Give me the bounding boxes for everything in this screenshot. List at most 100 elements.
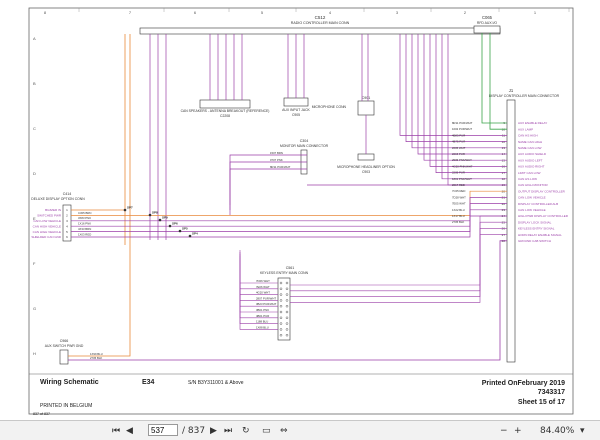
zoom-in-icon[interactable]: + [514,426,522,436]
wire-label: 2017 RED [452,183,465,187]
title-sheet: Sheet 15 of 17 [518,399,565,406]
wire-label: 7D28 WHT [452,195,466,199]
drawing-border [28,7,574,415]
connector-c414 [62,204,72,242]
j1-pin-label: CAN HS LOW [518,177,537,181]
wire-label: 1X17 BLU [452,214,465,218]
j1-pin-label: DISPLAY CONTROLLER ALB [518,202,558,206]
j1-id: J1 [509,88,514,93]
title-model: E34 [142,379,155,386]
wire-label: 1188 BLU [256,320,268,324]
zoom-out-icon[interactable]: − [500,426,508,436]
j1-name: DISPLAY CONTROLLER MAIN CONNECTOR [489,94,560,98]
grid-col-5: 5 [261,10,264,15]
splice-label: SP7 [127,206,133,210]
c905-name: AUX INPUT JACK [282,108,310,112]
c304-id: C304 [300,139,309,143]
c561-pin [285,328,289,331]
j1-pin-label: CAN HIGH MONITOR [518,183,548,187]
zoom-dropdown-icon[interactable]: ▾ [580,426,585,436]
wire-label: 4G20 WHT [256,291,270,295]
c561-pin [285,281,289,285]
c561-pin [279,305,283,308]
wire-green-aux-enable [481,33,507,124]
j1-pin-label: GROUND CAB SWITCH [518,239,551,243]
wire-keyless-to-j1 [290,228,507,297]
c561-name: KEYLESS ENTRY MAIN CONN [260,271,309,275]
next-page-icon[interactable]: ▶ [210,426,217,436]
c903-id: C903 [362,170,370,174]
wire-green-aux-lamp [489,33,507,130]
connector-c905 [283,97,309,107]
first-page-icon[interactable]: ⏮ [112,426,121,436]
c901-id: C901 [362,96,371,100]
splice-dot [123,208,127,212]
c414-pin-label: CAN LOW VEHICLE [33,219,61,223]
fit-page-icon[interactable]: ▭ [262,426,271,436]
prev-page-icon[interactable]: ◀ [126,426,133,436]
c414-pin-label: BUZZER IN [45,208,61,212]
c414-pin-number: 4 [66,224,68,228]
title-part-no: 7343317 [538,389,565,396]
wire-label: 1507 BRN [270,151,283,155]
wire-label: 4B01 PUR [256,314,269,318]
wire-label: 1X88 BLU [256,325,269,329]
grid-row-F: F [33,261,36,266]
c561-pin [279,281,283,285]
wire-label: 1002 PUR/WHT [452,127,472,131]
c905-id: C905 [292,113,300,117]
c065-id: C065 [482,15,493,20]
c561-pin [279,316,283,319]
title-serial: S/N B3Y311001 & Above [188,380,244,386]
c561-pin [285,305,289,308]
j1-pin-label: DISPLAY LOCK SIGNAL [518,220,552,224]
wire-radio-to-j1 [447,34,507,186]
connector-j1 [506,99,516,363]
wire-radio-to-j1 [411,34,507,149]
wire-label: 1X16 PNK [78,222,91,226]
c414-pin-number: 3 [66,219,68,223]
last-page-icon[interactable]: ⏭ [224,426,233,436]
splice-label: SP8 [152,211,158,215]
wire-label: 0707 PNK [270,158,283,162]
wire-monitor [229,154,307,205]
title-printed-on: Printed OnFebruary 2019 [482,380,565,387]
fit-width-icon[interactable]: ⇔ [280,426,288,436]
wire-label: 1X03 RED [78,232,91,236]
wire-label: 8R11 PUR/WHT [452,121,473,125]
page-number-input[interactable] [148,424,178,436]
c304-name: MONITOR MAIN CONNECTOR [280,144,329,148]
wire-label: 4B75 PUR [452,140,465,144]
j1-pin-label: CAN LOW VEHICLE [518,196,546,200]
wire-label: 3B23 PUR/WHT [256,302,277,306]
connector-c901 [357,100,375,116]
splice-dot [158,218,162,222]
c561-pin [285,287,289,290]
splice-label: SP5 [182,227,188,231]
c414-name: DELUXE DISPLAY OPTION CONN [31,197,85,201]
j1-pin-label: AUX AUDIO LEFT [518,158,543,162]
c414-pin-number: 1 [66,208,68,212]
c414-pin-number: 6 [66,235,68,239]
connector-c561 [277,277,291,341]
c561-pin [285,334,289,337]
wire-c414-to-j1 [71,190,507,216]
c561-pin [279,322,283,325]
page-total-label: / 837 [182,426,206,436]
splice-label: SP6 [172,222,178,226]
grid-row-G: G [33,306,36,311]
j1-pin-label: AUX AUDIO SHIELD [518,152,547,156]
wire-label: 1X22 BLU [452,208,465,212]
wire-keyless-to-j1 [290,234,507,303]
c512-name: RADIO CONTROLLER MAIN CONN [291,21,350,25]
connector-c966 [59,349,69,365]
wire-label: C305 BRN [78,211,91,215]
connector-c2208 [199,99,251,109]
j1-pin-label: AUX AUDIO RIGHT [518,165,545,169]
grid-col-3: 3 [396,10,399,15]
c414-pin-label: SWITCHED PWR [37,214,62,218]
wire-c414-to-j1 [71,203,507,227]
rotate-icon[interactable]: ↻ [242,426,250,436]
grid-row-C: C [33,126,36,131]
